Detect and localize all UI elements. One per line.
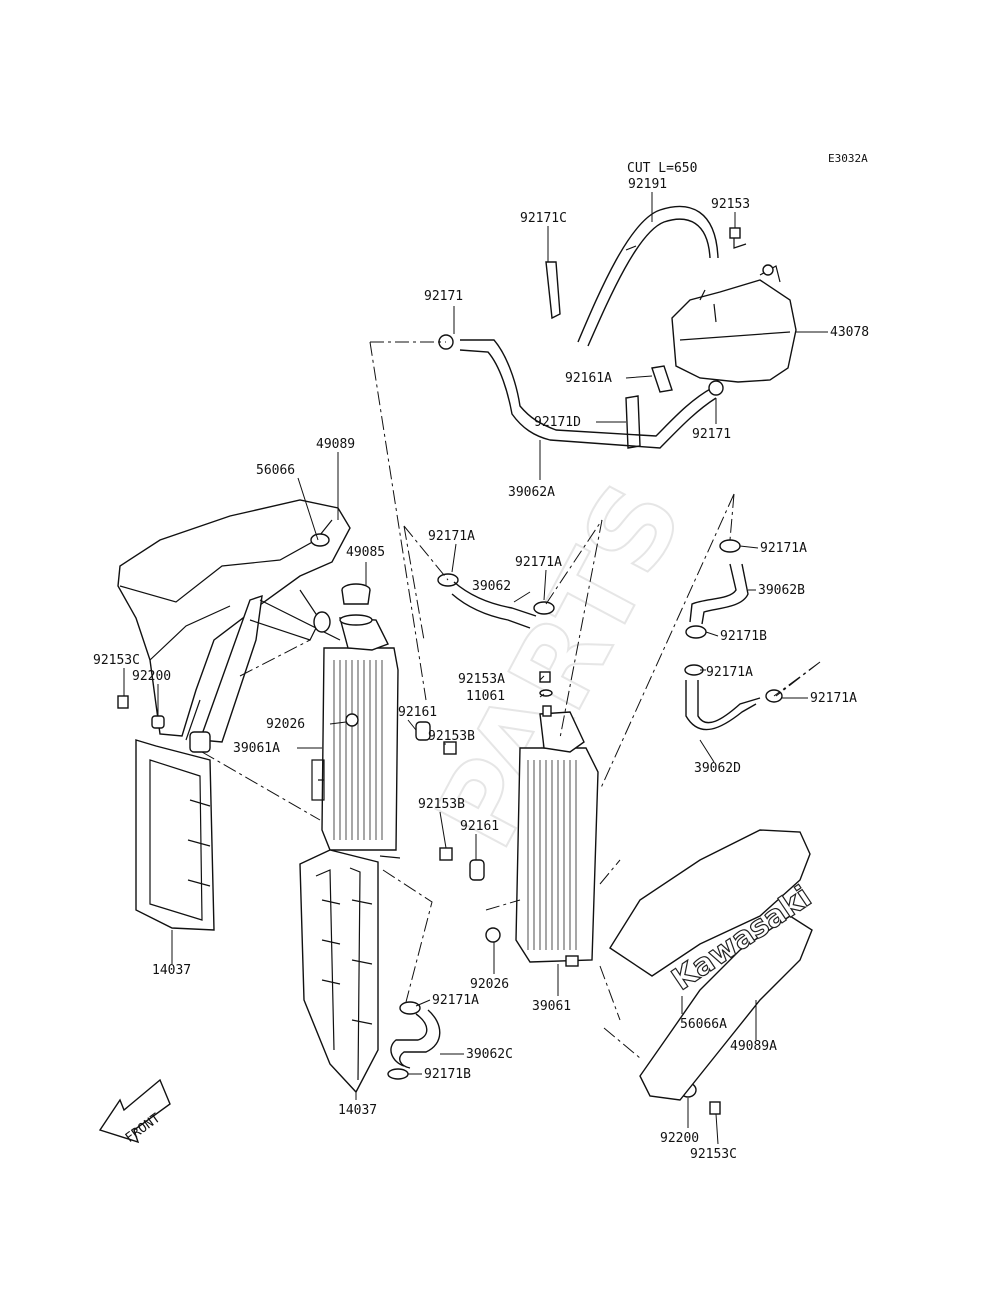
- label-92153C-right: 92153C: [690, 1147, 737, 1162]
- radiator-guard-left-14037: [135, 739, 215, 931]
- cut-note: CUT L=650: [627, 161, 697, 176]
- label-39062A: 39062A: [508, 485, 555, 500]
- label-92153B-upper: 92153B: [428, 729, 475, 744]
- label-92171-top: 92171: [424, 289, 463, 304]
- label-92153C-left: 92153C: [93, 653, 140, 668]
- label-92026-left: 92026: [266, 717, 305, 732]
- clamp-92171A-right-top: [719, 539, 741, 553]
- reservoir-tank: [671, 264, 797, 383]
- clamp-92161A: [651, 365, 673, 393]
- hose-39062B: [685, 563, 749, 639]
- label-49089A: 49089A: [730, 1039, 777, 1054]
- label-49089: 49089: [316, 437, 355, 452]
- hose-39062: [451, 581, 555, 629]
- label-92171A-b: 92171A: [515, 555, 562, 570]
- label-92200-left: 92200: [132, 669, 171, 684]
- label-43078: 43078: [830, 325, 869, 340]
- label-92171A-f: 92171A: [432, 993, 479, 1008]
- label-92171A-e: 92171A: [810, 691, 857, 706]
- label-92200-right: 92200: [660, 1131, 699, 1146]
- label-39062C: 39062C: [466, 1047, 513, 1062]
- label-92171A-d: 92171A: [706, 665, 753, 680]
- label-92171B-bottom: 92171B: [424, 1067, 471, 1082]
- label-49085: 49085: [346, 545, 385, 560]
- label-56066: 56066: [256, 463, 295, 478]
- label-92153A: 92153A: [458, 672, 505, 687]
- radiator-shroud-right: Kawasaki: [609, 829, 818, 1101]
- label-92153B-lower: 92153B: [418, 797, 465, 812]
- radiator-guard-center-14037: [299, 849, 379, 1094]
- label-39062B: 39062B: [758, 583, 805, 598]
- diagram-code: E3032A: [828, 152, 868, 165]
- overflow-hose-92191: [577, 205, 719, 347]
- bolts-and-grommets: [117, 671, 721, 1115]
- front-arrow-icon: FRONT: [98, 1078, 171, 1146]
- hose-39062C: [387, 1001, 441, 1080]
- radiator-right-39061: [515, 705, 599, 967]
- label-92171C: 92171C: [520, 211, 567, 226]
- label-39062: 39062: [472, 579, 511, 594]
- label-92026-right: 92026: [470, 977, 509, 992]
- bolt-92153-top: [729, 227, 747, 249]
- clamp-92171C: [545, 261, 561, 320]
- label-14037-left: 14037: [152, 963, 191, 978]
- label-92171B-top: 92171B: [720, 629, 767, 644]
- label-92191: 92191: [628, 177, 667, 192]
- radiator-left-39061A: [311, 614, 401, 859]
- radiator-cap-49085: [341, 583, 371, 605]
- label-92171-right: 92171: [692, 427, 731, 442]
- label-92171A-a: 92171A: [428, 529, 475, 544]
- hose-39062D: [684, 664, 783, 731]
- label-92171A-c: 92171A: [760, 541, 807, 556]
- label-39062D: 39062D: [694, 761, 741, 776]
- label-92171D: 92171D: [534, 415, 581, 430]
- label-11061: 11061: [466, 689, 505, 704]
- part-labels: CUT L=650 92191 92153 92171C 43078 92171…: [93, 161, 869, 1162]
- label-39061: 39061: [532, 999, 571, 1014]
- clamp-92171D: [625, 395, 641, 449]
- hose-39062A: [438, 334, 724, 449]
- label-39061A: 39061A: [233, 741, 280, 756]
- label-92161-lower: 92161: [460, 819, 499, 834]
- shroud-bracket: [189, 589, 341, 753]
- label-56066A: 56066A: [680, 1017, 727, 1032]
- label-14037-center: 14037: [338, 1103, 377, 1118]
- label-92161A: 92161A: [565, 371, 612, 386]
- radiator-shroud-left: [117, 499, 351, 741]
- label-92161-upper: 92161: [398, 705, 437, 720]
- label-92153: 92153: [711, 197, 750, 212]
